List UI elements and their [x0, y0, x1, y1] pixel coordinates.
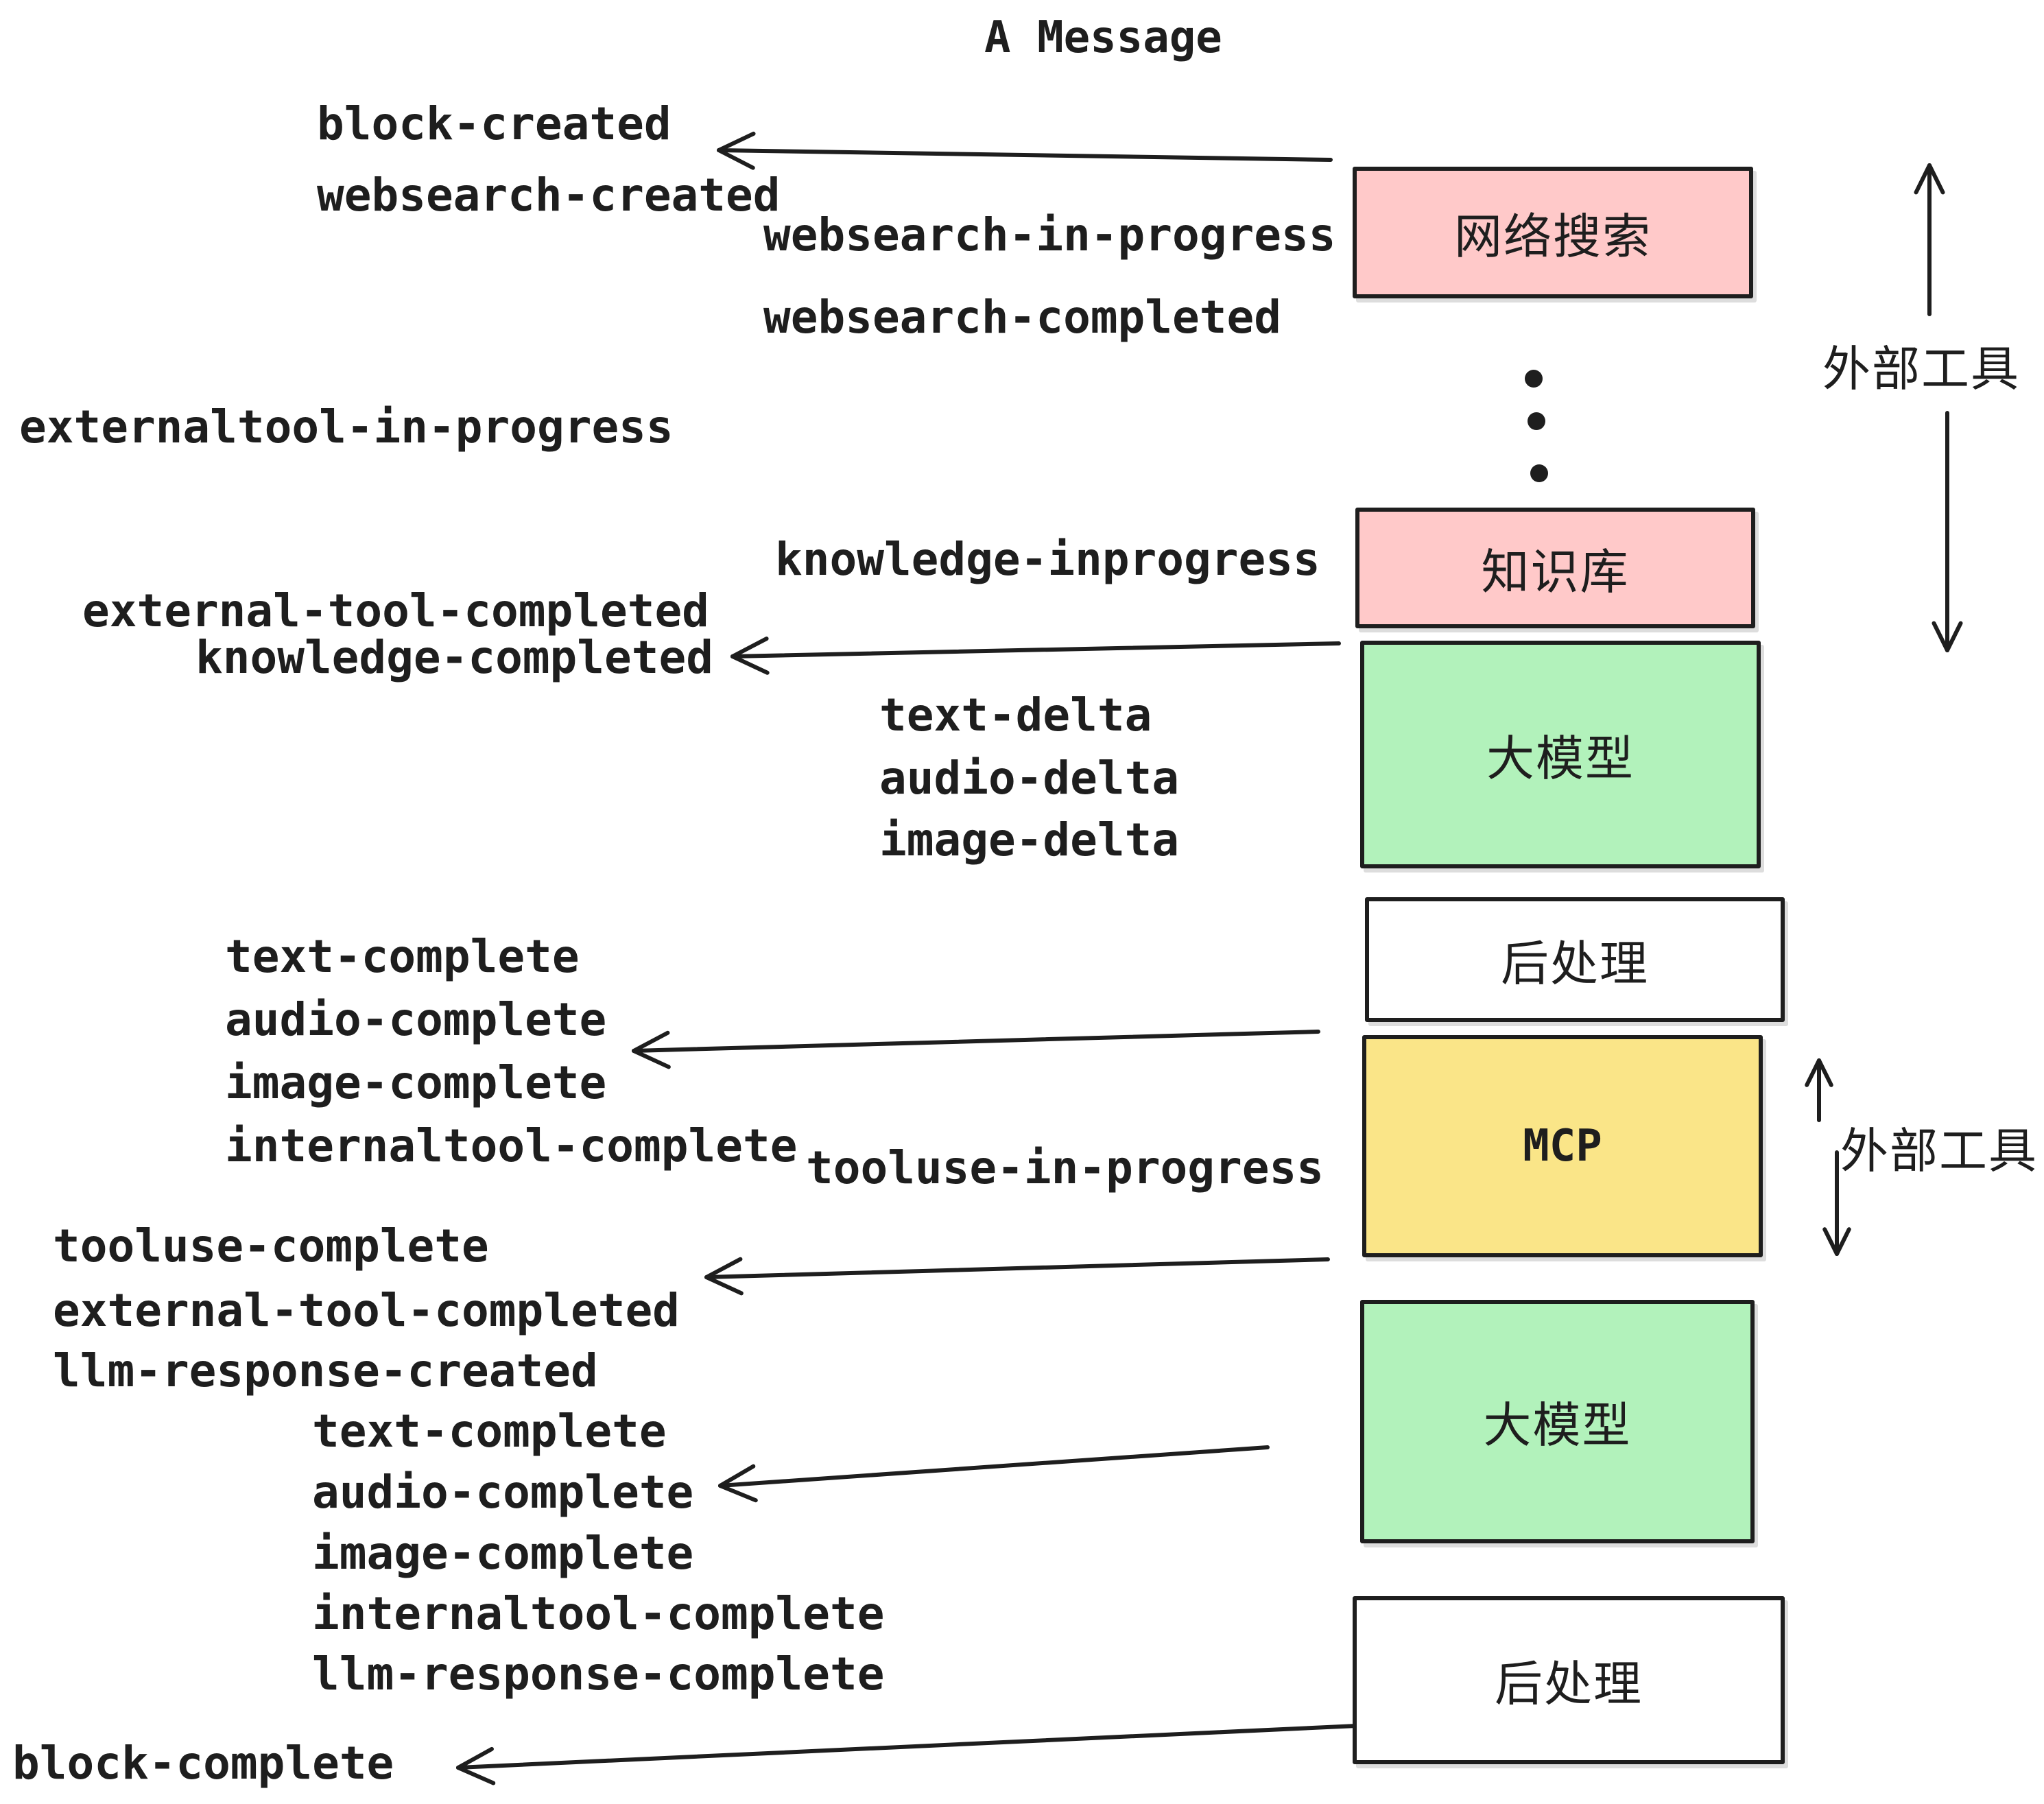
box-label-llm-2: 大模型 — [1483, 1397, 1632, 1453]
event-label: image-delta — [879, 814, 1180, 866]
arrow-head-llm1-to-knowledge-completed-1 — [730, 654, 770, 675]
event-label: external-tool-completed — [53, 1284, 680, 1337]
arrow-head-post2-to-block-complete-1 — [456, 1766, 496, 1785]
box-label-postprocess-2: 后处理 — [1495, 1656, 1643, 1712]
arrow-head-post1-to-image-complete-1 — [632, 1049, 671, 1069]
ellipsis-dot — [1525, 370, 1543, 388]
box-mcp: MCP — [1362, 1035, 1763, 1257]
event-label: llm-response-complete — [312, 1648, 885, 1700]
box-llm-1: 大模型 — [1360, 641, 1761, 868]
event-label: audio-complete — [312, 1466, 694, 1519]
box-label-mcp: MCP — [1523, 1121, 1602, 1172]
ellipsis-dot — [1528, 412, 1545, 430]
arrow-head-external-tool-arrow-up-2-0 — [1817, 1058, 1833, 1087]
arrow-head-external-tool-arrow-up-1-1 — [1914, 163, 1932, 195]
arrow-head-mcp-to-tooluse-complete-0 — [704, 1257, 743, 1279]
arrow-shaft-llm1-to-knowledge-completed — [730, 641, 1341, 658]
arrow-head-external-tool-arrow-down-1-0 — [1932, 621, 1949, 652]
event-label: image-complete — [225, 1056, 607, 1109]
event-label: audio-delta — [879, 752, 1180, 805]
arrow-head-external-tool-arrow-up-2-1 — [1805, 1058, 1821, 1087]
arrow-shaft-llm2-to-audio-complete — [718, 1445, 1270, 1488]
arrow-shaft-post1-to-image-complete — [632, 1030, 1320, 1053]
box-postprocess-2: 后处理 — [1353, 1596, 1785, 1764]
arrow-shaft-post2-to-block-complete — [456, 1724, 1359, 1770]
event-label: tooluse-in-progress — [806, 1141, 1324, 1194]
box-label-postprocess-1: 后处理 — [1501, 935, 1649, 992]
diagram-title: A Message — [984, 12, 1222, 63]
arrow-head-external-tool-arrow-down-1-1 — [1945, 621, 1963, 652]
event-label: internaltool-complete — [225, 1119, 798, 1172]
event-label: image-complete — [312, 1527, 694, 1580]
arrow-head-websearch-to-block-created-1 — [717, 148, 755, 170]
event-label: llm-response-created — [53, 1344, 598, 1397]
event-label: block-created — [317, 97, 672, 150]
event-label: block-complete — [12, 1737, 394, 1790]
event-label: internaltool-complete — [312, 1587, 885, 1640]
event-label: externaltool-in-progress — [19, 401, 674, 453]
box-postprocess-1: 后处理 — [1365, 897, 1785, 1022]
box-llm-2: 大模型 — [1360, 1300, 1755, 1543]
event-label: text-delta — [879, 689, 1152, 741]
arrow-head-llm2-to-audio-complete-1 — [718, 1484, 758, 1503]
event-label: knowledge-inprogress — [775, 533, 1320, 586]
external-tools-label: 外部工具 — [1840, 1123, 2038, 1179]
ellipsis-dot — [1530, 464, 1548, 482]
arrow-head-post2-to-block-complete-0 — [456, 1746, 494, 1770]
arrow-head-websearch-to-block-created-0 — [717, 131, 756, 152]
arrow-head-external-tool-arrow-up-1-0 — [1927, 163, 1945, 195]
event-label: knowledge-completed — [195, 631, 713, 684]
event-label: tooluse-complete — [53, 1220, 489, 1272]
event-label: audio-complete — [225, 993, 607, 1046]
box-label-knowledge-base: 知识库 — [1481, 543, 1630, 600]
event-label: websearch-created — [317, 169, 781, 222]
box-knowledge-base: 知识库 — [1355, 508, 1755, 628]
arrow-head-llm1-to-knowledge-completed-0 — [730, 637, 769, 658]
box-label-llm-1: 大模型 — [1486, 730, 1635, 787]
arrow-head-llm2-to-audio-complete-0 — [718, 1464, 756, 1488]
event-label: external-tool-completed — [82, 584, 709, 637]
arrow-shaft-mcp-to-tooluse-complete — [704, 1257, 1330, 1279]
external-tools-label: 外部工具 — [1822, 341, 2020, 397]
event-label: text-complete — [225, 930, 580, 983]
box-websearch: 网络搜索 — [1353, 167, 1753, 298]
arrow-head-external-tool-arrow-down-2-1 — [1835, 1227, 1851, 1256]
arrow-head-external-tool-arrow-down-2-0 — [1822, 1227, 1839, 1256]
arrow-head-mcp-to-tooluse-complete-1 — [704, 1275, 744, 1296]
arrow-shaft-websearch-to-block-created — [717, 148, 1333, 162]
box-label-websearch: 网络搜索 — [1454, 208, 1652, 265]
arrow-head-post1-to-image-complete-0 — [632, 1030, 670, 1053]
event-label: websearch-completed — [763, 291, 1281, 344]
event-label: text-complete — [312, 1405, 667, 1458]
event-label: websearch-in-progress — [763, 209, 1336, 261]
